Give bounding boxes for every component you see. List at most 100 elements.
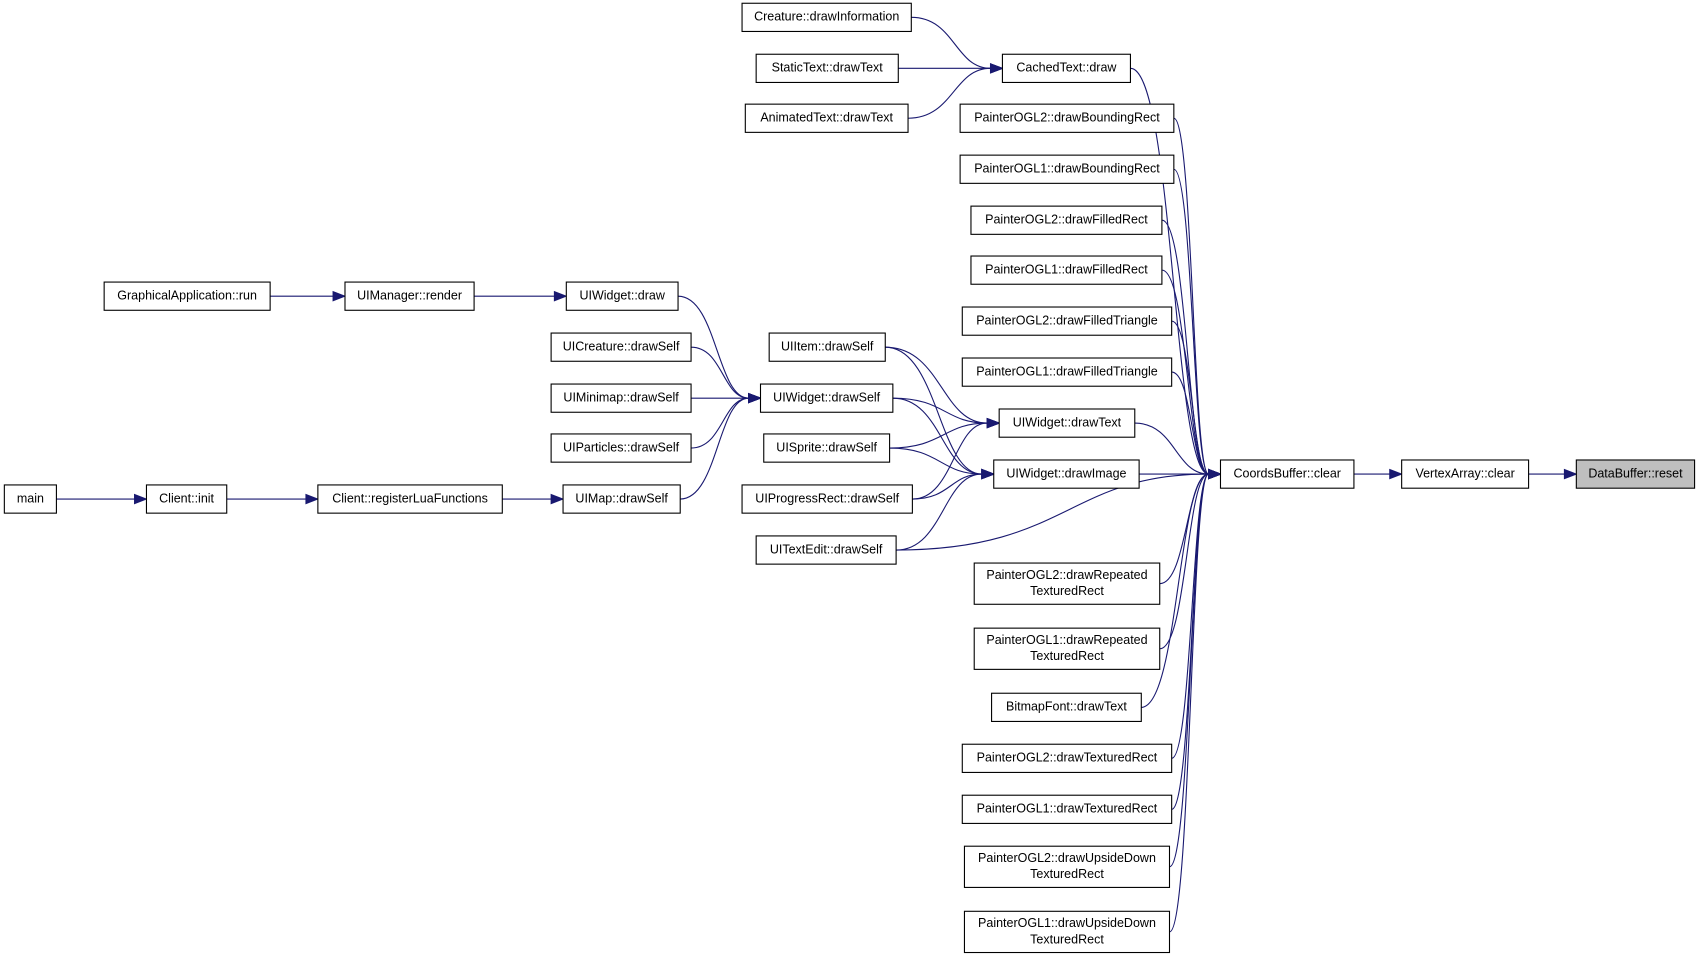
node-label: UITextEdit::drawSelf [770, 542, 883, 556]
edge-line [896, 473, 1209, 551]
node-box [1401, 459, 1530, 489]
node-uiwidget-drawtext[interactable]: UIWidget::drawText [998, 408, 1136, 438]
node-label: PainterOGL1::drawFilledTriangle [976, 364, 1158, 378]
node-box [961, 743, 1173, 773]
node-box [562, 484, 681, 514]
node-label: PainterOGL2::drawFilledRect [985, 213, 1148, 227]
function-nodes: DataBuffer::reset VertexArray::clear Coord… [3, 2, 1696, 954]
node-box [3, 484, 57, 514]
node-label: UIWidget::drawText [1013, 415, 1122, 429]
node-label: UIProgressRect::drawSelf [755, 491, 899, 505]
node-graphicalapplication-run[interactable]: GraphicalApplication::run [103, 281, 271, 311]
node-statictext-drawtext[interactable]: StaticText::drawText [755, 53, 899, 84]
edge-graphicalapplication-run-to-uimanager-render [270, 290, 347, 302]
node-label: PainterOGL1::drawRepeated [986, 633, 1147, 647]
node-label: PainterOGL1::drawBoundingRect [974, 162, 1160, 176]
edge-line [1171, 371, 1209, 475]
node-box [103, 281, 271, 311]
node-main[interactable]: main [3, 484, 57, 514]
node-bitmapfont-drawtext[interactable]: BitmapFont::drawText [991, 692, 1142, 722]
node-painterogl1-drawfilledtriangle[interactable]: PainterOGL1::drawFilledTriangle [961, 357, 1173, 387]
node-box [970, 255, 1163, 285]
node-label: PainterOGL2::drawUpsideDown [978, 851, 1156, 865]
node-uiwidget-drawimage[interactable]: UIWidget::drawImage [993, 459, 1140, 489]
arrowhead-icon [1563, 468, 1578, 480]
node-label: PainterOGL1::drawUpsideDown [978, 916, 1156, 930]
edge-uiwidget-drawtext-to-coordsbuffer-clear [1134, 422, 1222, 480]
node-label: DataBuffer::reset [1588, 466, 1683, 480]
arrowhead-icon [305, 493, 320, 505]
edge-main-to-client-init [56, 493, 148, 505]
node-label: UIItem::drawSelf [781, 339, 874, 353]
node-label: Client::init [159, 491, 214, 505]
arrowhead-icon [332, 290, 347, 302]
node-uicreature-drawself[interactable]: UICreature::drawSelf [550, 332, 692, 362]
node-vertexarray-clear[interactable]: VertexArray::clear [1401, 459, 1530, 489]
edge-painterogl2-drawrepeated-to-coordsbuffer-clear [1159, 468, 1222, 585]
node-label: PainterOGL2::drawTexturedRect [977, 751, 1158, 765]
node-box [550, 433, 692, 463]
node-coordsbuffer-clear[interactable]: CoordsBuffer::clear [1219, 459, 1355, 489]
arrowhead-icon [550, 493, 565, 505]
edge-line [892, 397, 982, 475]
node-uisprite-drawself[interactable]: UISprite::drawSelf [763, 433, 891, 463]
edge-creature-drawinformation-to-cachedtext-draw [911, 16, 1004, 74]
node-databuffer-reset[interactable]: DataBuffer::reset [1575, 459, 1696, 489]
node-label: AnimatedText::drawText [760, 111, 893, 125]
edge-client-init-to-client-registerluafunctions [226, 493, 320, 505]
node-box [763, 433, 891, 463]
node-label: UIParticles::drawSelf [563, 440, 680, 454]
node-client-registerluafunctions[interactable]: Client::registerLuaFunctions [317, 484, 503, 514]
node-uiparticles-drawself[interactable]: UIParticles::drawSelf [550, 433, 692, 463]
node-label: UISprite::drawSelf [776, 440, 877, 454]
node-uiminimap-drawself[interactable]: UIMinimap::drawSelf [550, 383, 692, 413]
node-uitextedit-drawself[interactable]: UITextEdit::drawSelf [755, 535, 897, 565]
node-uiwidget-draw[interactable]: UIWidget::draw [565, 281, 679, 311]
node-label: Creature::drawInformation [754, 10, 899, 24]
arrowhead-icon [1208, 468, 1222, 480]
node-box [755, 535, 897, 565]
node-animatedtext-drawtext[interactable]: AnimatedText::drawText [744, 103, 909, 133]
node-painterogl2-drawfilledtriangle[interactable]: PainterOGL2::drawFilledTriangle [961, 306, 1173, 336]
node-label: CachedText::draw [1016, 61, 1117, 75]
node-painterogl1-drawfilledrect[interactable]: PainterOGL1::drawFilledRect [970, 255, 1163, 285]
node-painterogl1-drawtexturedrect[interactable]: PainterOGL1::drawTexturedRect [961, 794, 1173, 824]
node-uiprogressrect-drawself[interactable]: UIProgressRect::drawSelf [741, 484, 913, 514]
node-label: UICreature::drawSelf [563, 339, 680, 353]
node-uiwidget-drawself[interactable]: UIWidget::drawSelf [759, 383, 894, 413]
node-box [963, 845, 1171, 888]
node-box [993, 459, 1140, 489]
edge-line [1169, 473, 1210, 933]
node-painterogl2-drawboundingrect[interactable]: PainterOGL2::drawBoundingRect [959, 103, 1175, 133]
node-painterogl2-drawfilledrect[interactable]: PainterOGL2::drawFilledRect [970, 205, 1163, 235]
node-label: UIManager::render [357, 288, 462, 302]
node-label: GraphicalApplication::run [117, 288, 257, 302]
node-client-init[interactable]: Client::init [145, 484, 228, 514]
node-painterogl1-drawboundingrect[interactable]: PainterOGL1::drawBoundingRect [959, 154, 1175, 184]
node-uimap-drawself[interactable]: UIMap::drawSelf [562, 484, 681, 514]
node-label: TexturedRect [1030, 867, 1104, 881]
node-label: UIWidget::drawSelf [773, 390, 881, 404]
node-uimanager-render[interactable]: UIManager::render [344, 281, 475, 311]
node-box [741, 484, 913, 514]
edge-painterogl1-drawrepeated-to-coordsbuffer-clear [1159, 468, 1222, 650]
edge-line [1173, 168, 1210, 475]
node-uiitem-drawself[interactable]: UIItem::drawSelf [768, 332, 886, 362]
node-box [759, 383, 894, 413]
edge-client-registerluafunctions-to-uimap-drawself [502, 493, 565, 505]
node-cachedtext-draw[interactable]: CachedText::draw [1001, 53, 1131, 84]
node-box [550, 383, 692, 413]
edge-line [889, 422, 988, 449]
edge-vertexarray-clear-to-databuffer-reset [1528, 468, 1578, 480]
node-label: UIMap::drawSelf [575, 491, 668, 505]
node-painterogl2-drawtexturedrect[interactable]: PainterOGL2::drawTexturedRect [961, 743, 1173, 773]
node-box [1219, 459, 1355, 489]
edge-painterogl2-drawboundingrect-to-coordsbuffer-clear [1173, 117, 1222, 480]
node-creature-drawinformation[interactable]: Creature::drawInformation [741, 2, 912, 33]
node-label: main [17, 491, 44, 505]
